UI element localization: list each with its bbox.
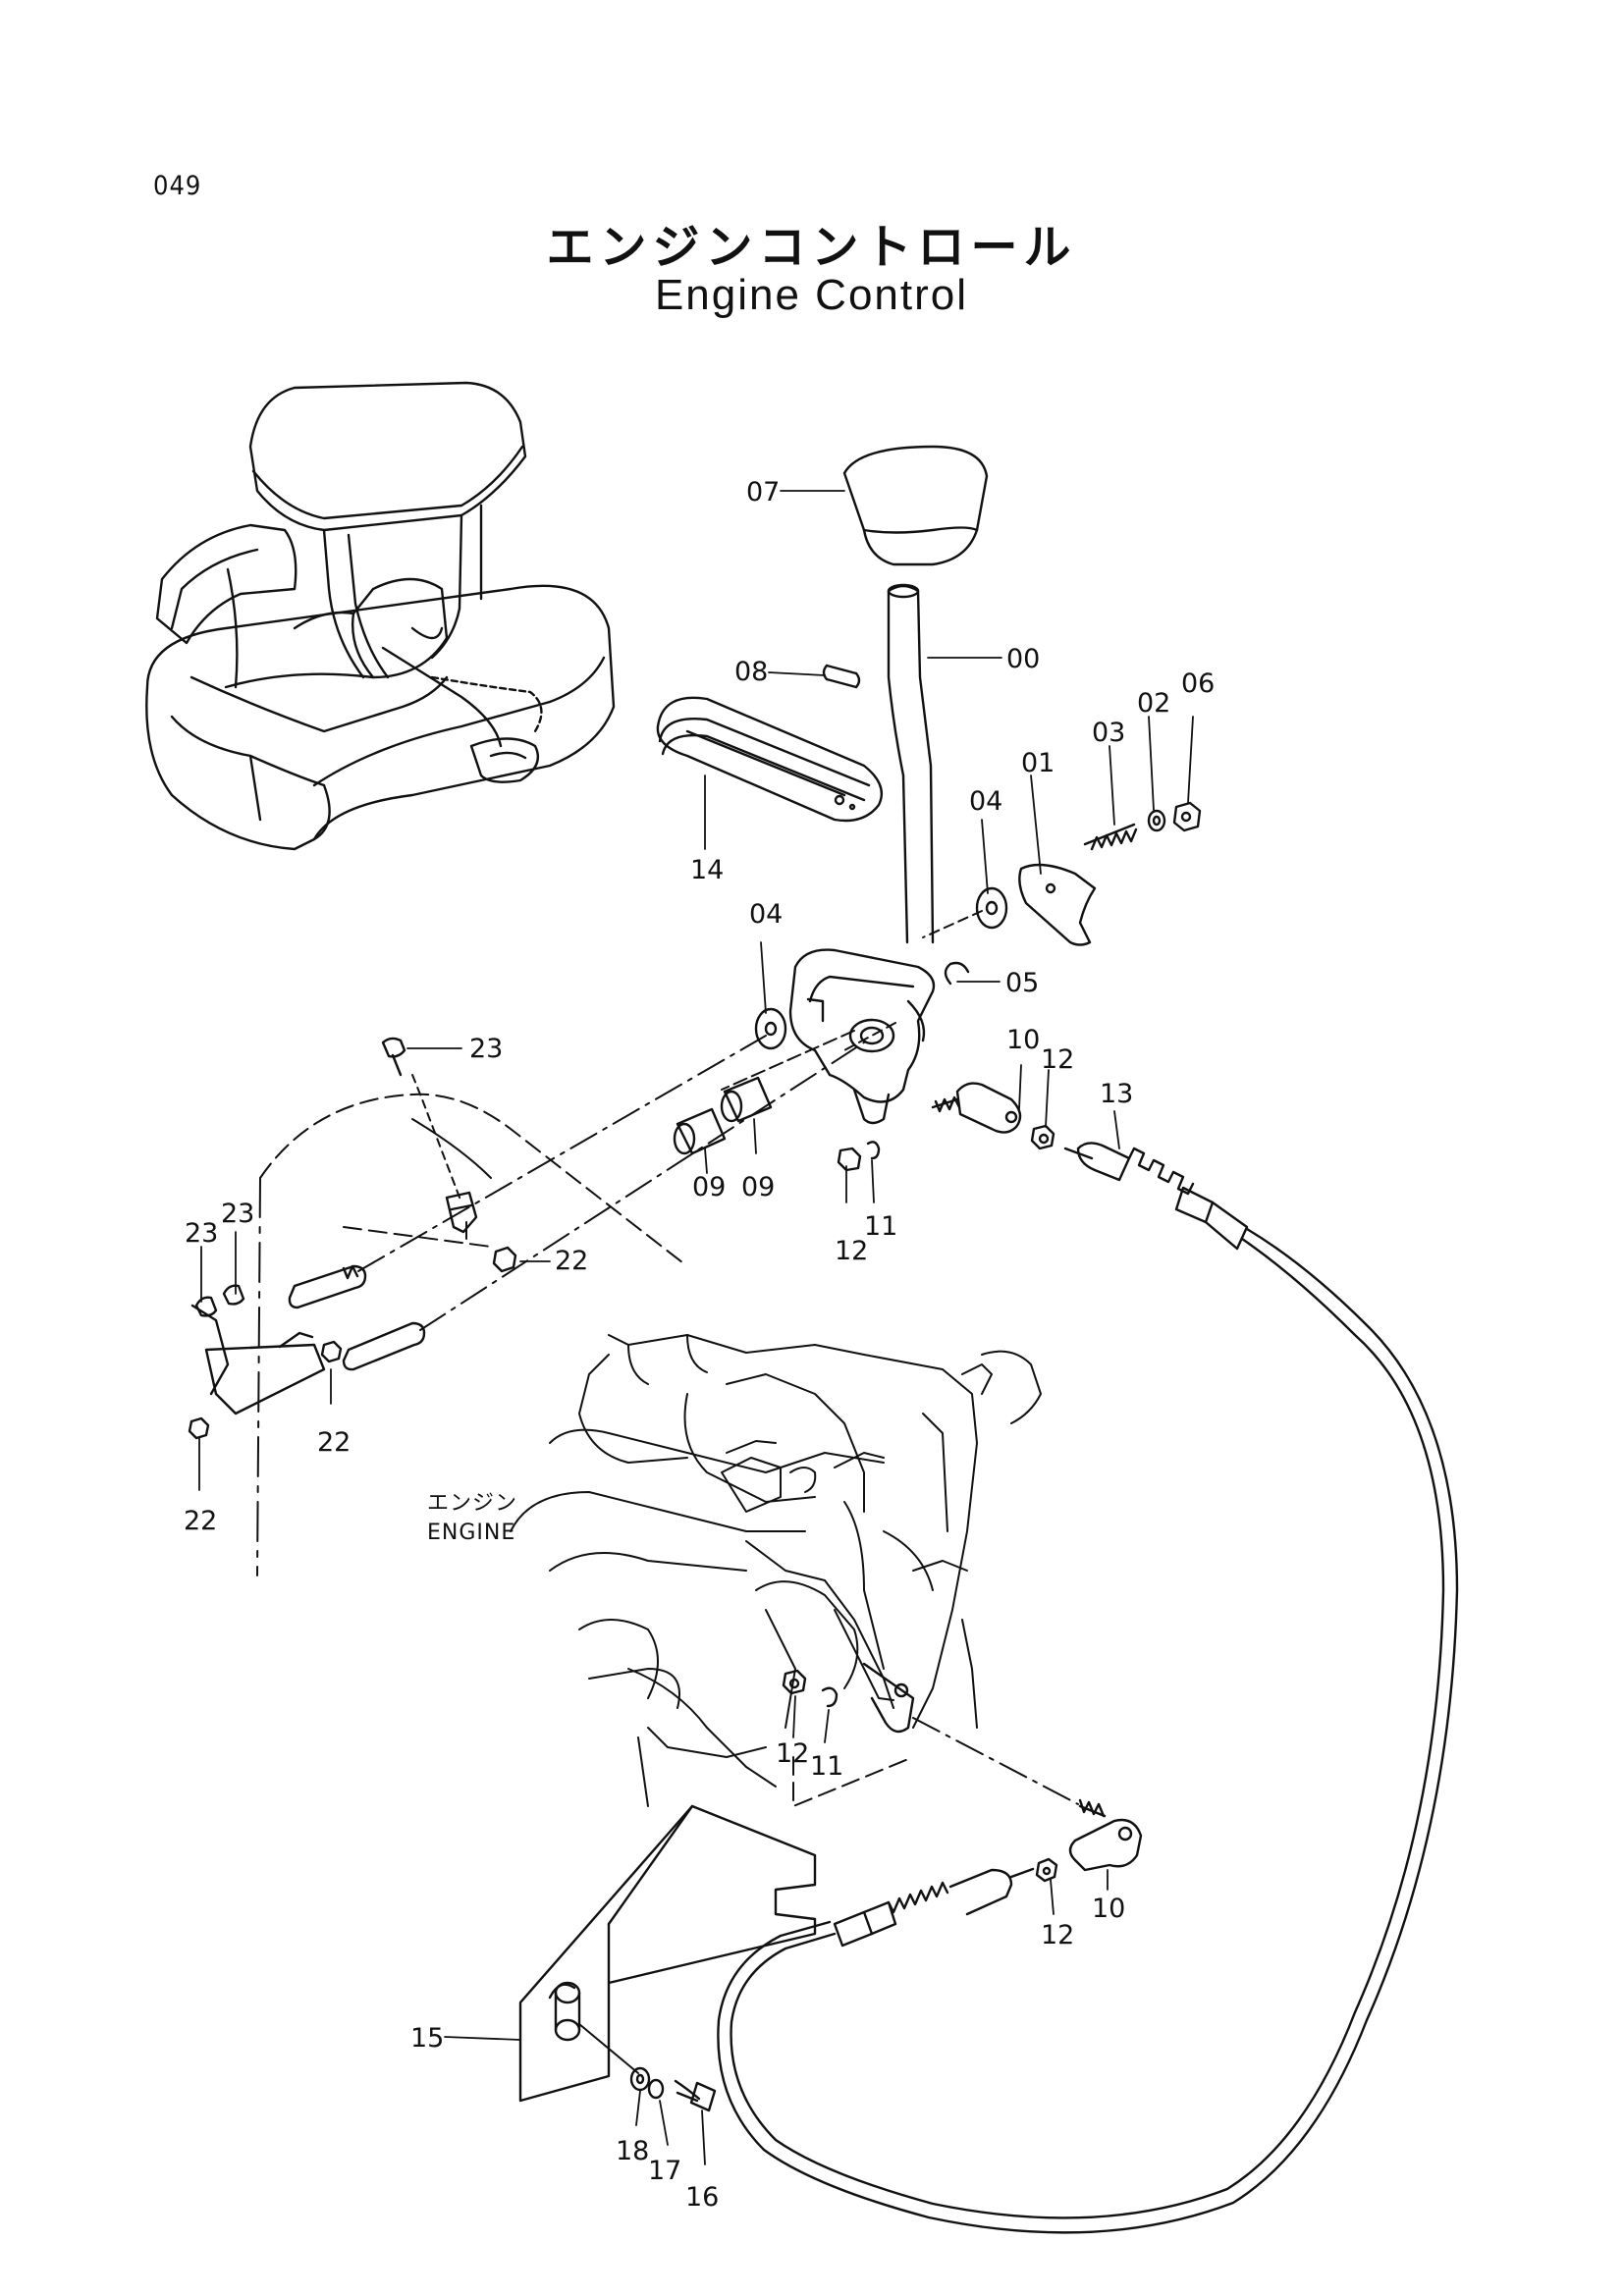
callout-14: 14 — [690, 855, 724, 885]
title-english: Engine Control — [654, 271, 969, 319]
left-fasteners — [188, 1037, 517, 1440]
callout-10-upper: 10 — [1006, 1025, 1040, 1055]
callout-09-left: 09 — [692, 1172, 726, 1202]
callout-08: 08 — [734, 657, 768, 687]
callout-04-upper: 04 — [969, 786, 1002, 817]
callout-23-left: 23 — [185, 1218, 218, 1249]
title-japanese: エンジンコントロール — [546, 220, 1077, 275]
callout-23-top: 23 — [469, 1034, 503, 1064]
engine-label-japanese: エンジン — [427, 1491, 517, 1516]
page-number: 049 — [153, 171, 202, 201]
callout-12-lower-left: 12 — [776, 1738, 809, 1769]
callout-06: 06 — [1181, 668, 1215, 699]
callout-00: 00 — [1006, 644, 1040, 674]
engine-label-english: ENGINE — [427, 1521, 515, 1545]
callout-12-mid: 12 — [835, 1236, 868, 1266]
callout-01: 01 — [1021, 748, 1055, 778]
callout-13: 13 — [1100, 1079, 1133, 1109]
callout-16: 16 — [685, 2182, 719, 2213]
callout-11-mid: 11 — [864, 1211, 897, 1242]
callout-10-lower: 10 — [1092, 1894, 1125, 1924]
callout-17: 17 — [648, 2156, 681, 2186]
callout-18: 18 — [616, 2136, 649, 2166]
callout-22-right: 22 — [555, 1246, 588, 1276]
engine-linkage-hardware — [782, 1662, 915, 1734]
callout-23-mid: 23 — [221, 1199, 254, 1229]
callout-07: 07 — [746, 477, 780, 507]
callout-02: 02 — [1137, 688, 1170, 719]
callout-22-bottom: 22 — [184, 1506, 217, 1536]
callout-15: 15 — [410, 2023, 444, 2054]
upper-rod-end — [931, 1082, 1055, 1150]
callout-03: 03 — [1092, 718, 1125, 748]
callout-04-lower: 04 — [749, 899, 783, 930]
engine-illustration — [510, 1334, 1042, 1807]
callout-12-upper: 12 — [1041, 1044, 1074, 1075]
leader-lines — [198, 490, 1194, 2165]
callout-12-lower-right: 12 — [1041, 1920, 1074, 1950]
lever-assembly — [656, 445, 1202, 1172]
callout-11-lower: 11 — [810, 1751, 843, 1782]
cable-bracket — [518, 1804, 817, 2112]
throttle-cable — [717, 1142, 1459, 2234]
callout-labels: 07 08 00 14 01 03 02 06 04 04 05 10 12 1… — [184, 477, 1215, 2213]
machine-overview-illustration — [145, 381, 616, 851]
assembly-lines — [343, 910, 1079, 2074]
lower-rod-end — [1035, 1798, 1143, 1883]
callout-05: 05 — [1005, 968, 1039, 998]
callout-22-mid: 22 — [317, 1427, 351, 1458]
callout-09-right: 09 — [741, 1172, 775, 1202]
side-cover-panel — [256, 1093, 688, 1576]
